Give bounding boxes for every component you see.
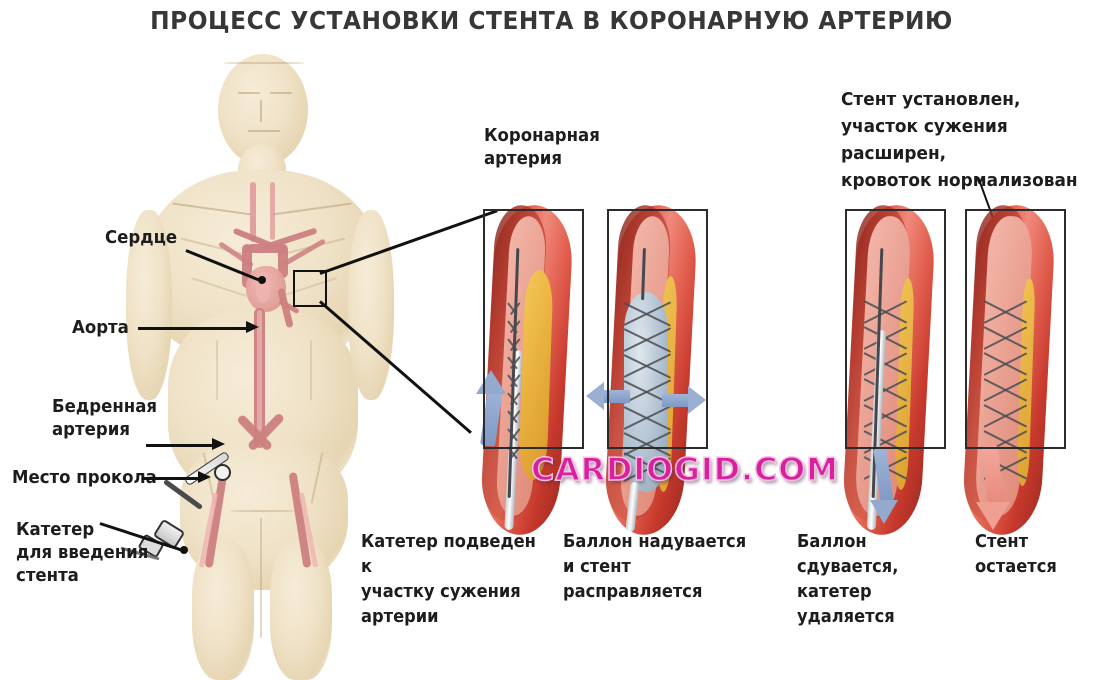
step-3-frame: [845, 209, 946, 449]
step-4-illustration: [952, 200, 1082, 537]
step-2-frame: [607, 209, 708, 449]
arrow-expand-right: [662, 386, 708, 414]
human-body-illustration: [120, 40, 400, 680]
step-2-caption: Баллон надувается и стент расправляется: [563, 532, 747, 602]
leader-puncture: [142, 477, 200, 480]
infographic-canvas: ПРОЦЕСС УСТАНОВКИ СТЕНТА В КОРОНАРНУЮ АР…: [12, 6, 1082, 680]
label-puncture-site: Место прокола: [12, 467, 157, 488]
leader-femoral: [146, 444, 214, 447]
label-heart: Сердце: [105, 227, 178, 248]
callout-region-box: [293, 270, 327, 307]
step-1-illustration: [470, 200, 600, 537]
label-stent-catheter: Катетер для введения стента: [16, 519, 149, 586]
arrowhead-aorta: [246, 321, 259, 333]
result-note: Стент установлен, участок сужения расшир…: [841, 89, 1078, 191]
step-1-caption: Катетер подведен к участку сужения артер…: [361, 532, 536, 627]
leader-aorta: [138, 327, 248, 330]
arrow-catheter-withdraw: [870, 447, 898, 528]
arrow-catheter-advance: [476, 370, 506, 450]
arrowhead-femoral: [212, 438, 225, 450]
watermark: CARDIOGID.COM: [530, 451, 839, 489]
step-1-frame: [483, 209, 584, 449]
label-coronary-artery: Коронарная артерия: [484, 125, 600, 169]
step-2-illustration: [586, 200, 724, 537]
leader-dot-catheter: [180, 546, 188, 554]
page-title: ПРОЦЕСС УСТАНОВКИ СТЕНТА В КОРОНАРНУЮ АР…: [150, 6, 953, 35]
arrow-blood-flow: [976, 445, 1010, 532]
step-3-caption: Баллон сдувается, катетер удаляется: [797, 532, 899, 627]
arrowhead-puncture: [198, 471, 211, 483]
step-4-caption: Стент остается: [975, 532, 1057, 577]
step-3-illustration: [832, 200, 962, 537]
arrow-expand-left: [586, 382, 630, 410]
step-4-frame: [965, 209, 1066, 449]
label-femoral-artery: Бедренная артерия: [52, 396, 158, 440]
label-aorta: Аорта: [72, 317, 129, 338]
leader-dot-heart: [258, 276, 266, 284]
